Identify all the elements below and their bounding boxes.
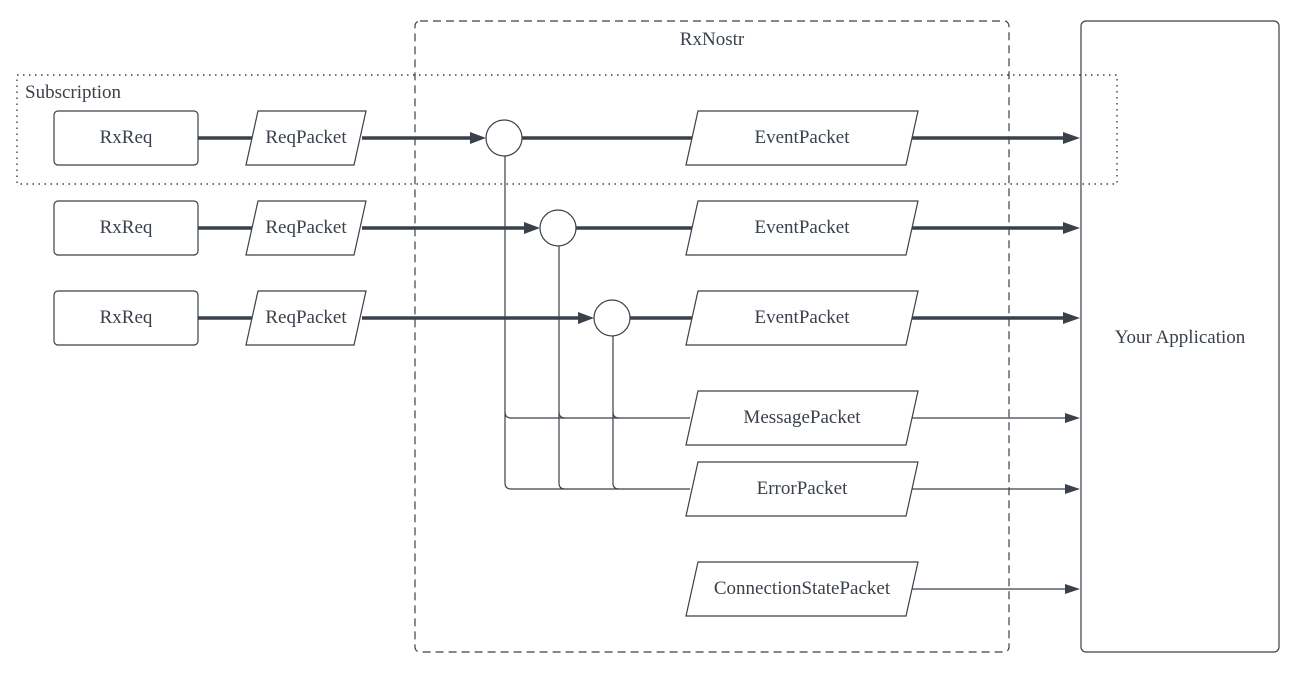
row1-eventpacket-label: EventPacket — [755, 127, 851, 148]
connector-row2-message — [558, 246, 566, 419]
row3-arrow-to-circle — [578, 312, 594, 324]
side-channel-connectors — [504, 156, 690, 490]
row1-arrow-to-circle — [470, 132, 486, 144]
message-packet-shape — [685, 390, 919, 446]
connection-state-packet-shape — [685, 561, 919, 617]
connector-row3-message — [612, 336, 620, 419]
message-packet-label: MessagePacket — [743, 407, 861, 428]
connector-row2-error — [558, 412, 566, 490]
rxnostr-frame — [414, 20, 1010, 653]
row3-arrow-to-app — [1063, 312, 1080, 324]
row1-reqpacket-label: ReqPacket — [265, 127, 347, 148]
connector-row1-error — [504, 412, 690, 490]
row3-rxreq-label: RxReq — [100, 307, 153, 328]
subscription-label: Subscription — [25, 82, 122, 103]
row-3: RxReq ReqPacket EventPacket — [53, 290, 1080, 346]
row2-rxreq-label: RxReq — [100, 217, 153, 238]
row2-eventpacket-label: EventPacket — [755, 217, 851, 238]
error-packet-shape — [685, 461, 919, 517]
row3-reqpacket-label: ReqPacket — [265, 307, 347, 328]
row1-reqpacket-shape — [245, 110, 367, 166]
row1-rxreq-box — [53, 110, 199, 166]
row2-reqpacket-shape — [245, 200, 367, 256]
connection-state-packet-label: ConnectionStatePacket — [714, 578, 891, 599]
row2-reqpacket-label: ReqPacket — [265, 217, 347, 238]
row1-merge-circle — [485, 119, 523, 157]
row1-rxreq-label: RxReq — [100, 127, 153, 148]
row2-arrow-to-circle — [524, 222, 540, 234]
row2-rxreq-box — [53, 200, 199, 256]
connector-row1-message — [504, 156, 690, 419]
error-packet-group: ErrorPacket — [685, 461, 1080, 517]
row-1: RxReq ReqPacket EventPacket — [53, 110, 1080, 166]
connection-state-packet-group: ConnectionStatePacket — [685, 561, 1080, 617]
error-packet-label: ErrorPacket — [757, 478, 848, 499]
row3-reqpacket-shape — [245, 290, 367, 346]
row3-eventpacket-label: EventPacket — [755, 307, 851, 328]
error-arrow-to-app — [1065, 484, 1080, 494]
row1-eventpacket-shape — [685, 110, 919, 166]
row3-merge-circle — [593, 299, 631, 337]
row1-arrow-to-app — [1063, 132, 1080, 144]
row3-rxreq-box — [53, 290, 199, 346]
row2-arrow-to-app — [1063, 222, 1080, 234]
subscription-frame — [16, 74, 1118, 185]
connector-row3-error — [612, 412, 620, 490]
row-2: RxReq ReqPacket EventPacket — [53, 200, 1080, 256]
rxnostr-label: RxNostr — [680, 29, 745, 50]
row2-merge-circle — [539, 209, 577, 247]
application-label: Your Application — [1115, 327, 1246, 348]
message-packet-group: MessagePacket — [685, 390, 1080, 446]
message-arrow-to-app — [1065, 413, 1080, 423]
row3-eventpacket-shape — [685, 290, 919, 346]
connection-state-arrow-to-app — [1065, 584, 1080, 594]
row2-eventpacket-shape — [685, 200, 919, 256]
application-box — [1080, 20, 1280, 653]
